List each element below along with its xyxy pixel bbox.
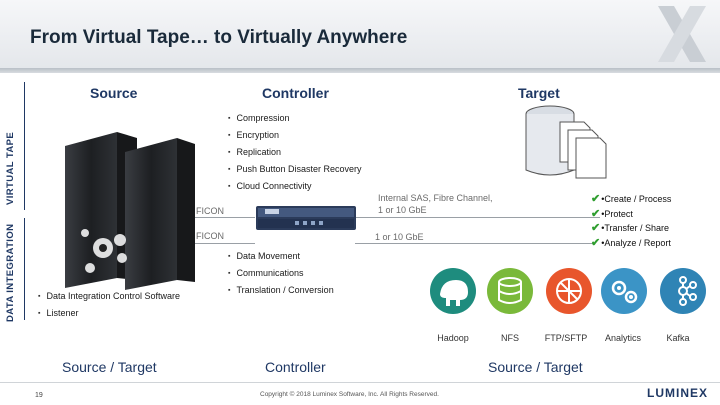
list-item: Data Movement: [228, 248, 334, 265]
footer-controller: Controller: [265, 359, 326, 375]
footer-source-target-right: Source / Target: [488, 359, 583, 375]
internal-label-2: 1 or 10 GbE: [378, 205, 427, 215]
checkmark-icon: ✔: [591, 236, 601, 249]
mainframe-server-image: [65, 132, 195, 290]
controller-appliance-image: [256, 206, 356, 230]
source-feature-list: Data Integration Control Software Listen…: [38, 288, 180, 322]
luminex-x-icon: [658, 6, 706, 62]
list-item: ✔•Protect: [591, 207, 633, 220]
list-item: Compression: [228, 110, 362, 127]
list-item: Data Integration Control Software: [38, 288, 180, 305]
tool-label-nfs: NFS: [501, 333, 519, 343]
list-item: Listener: [38, 305, 180, 322]
tool-label-analytics: Analytics: [604, 333, 641, 343]
checkmark-icon: ✔: [591, 207, 601, 220]
gbe-line: [355, 243, 595, 244]
data-integration-label: DATA INTEGRATION: [5, 223, 16, 322]
tool-label-ftp: FTP/SFTP: [544, 333, 588, 343]
kafka-nodes-icon: [660, 268, 706, 314]
list-item: Cloud Connectivity: [228, 178, 362, 195]
list-item: ✔•Analyze / Report: [591, 236, 671, 249]
ftp-network-icon: [546, 268, 592, 314]
footer-source-target: Source / Target: [62, 359, 157, 375]
virtual-tape-label: VIRTUAL TAPE: [5, 131, 16, 205]
analytics-gears-icon: [601, 268, 647, 314]
hadoop-elephant-icon: [430, 268, 476, 314]
integration-feature-list: Data Movement Communications Translation…: [228, 248, 334, 299]
storage-documents-image: [525, 105, 607, 179]
tool-label-kafka: Kafka: [666, 333, 690, 343]
tool-label-hadoop: Hadoop: [437, 333, 469, 343]
header-band: [0, 0, 720, 72]
ficon-top-label: FICON: [196, 206, 224, 216]
controller-heading: Controller: [262, 85, 329, 101]
gbe-label: 1 or 10 GbE: [375, 232, 424, 242]
target-feature-list: ✔•Create / Process ✔•Protect ✔•Transfer …: [591, 192, 671, 250]
checkmark-icon: ✔: [591, 222, 601, 234]
copyright-text: Copyright © 2018 Luminex Software, Inc. …: [260, 391, 439, 398]
page-title: From Virtual Tape… to Virtually Anywhere: [30, 27, 408, 48]
footer-bar: [0, 382, 720, 405]
controller-feature-list: Compression Encryption Replication Push …: [228, 110, 362, 195]
list-item: ✔•Transfer / Share: [591, 222, 670, 234]
luminex-logo: LUMINEX: [647, 386, 708, 400]
ficon-line-top: [195, 217, 255, 218]
nfs-database-icon: [487, 268, 533, 314]
target-heading: Target: [518, 85, 560, 101]
list-item: Push Button Disaster Recovery: [228, 161, 361, 178]
checkmark-icon: ✔: [591, 193, 601, 205]
source-heading: Source: [90, 85, 138, 101]
ficon-bottom-label: FICON: [196, 231, 224, 241]
internal-label-1: Internal SAS, Fibre Channel,: [378, 193, 493, 203]
list-item: Replication: [228, 144, 362, 161]
ficon-line-bottom: [195, 243, 255, 244]
page-number: 19: [35, 392, 43, 399]
header-divider: [0, 68, 720, 73]
internal-line: [355, 217, 600, 218]
data-integration-divider: [24, 218, 25, 320]
virtual-tape-divider: [24, 82, 25, 210]
list-item: Communications: [228, 265, 334, 282]
list-item: Translation / Conversion: [228, 282, 333, 299]
list-item: Encryption: [228, 127, 362, 144]
list-item: ✔•Create / Process: [591, 193, 672, 205]
